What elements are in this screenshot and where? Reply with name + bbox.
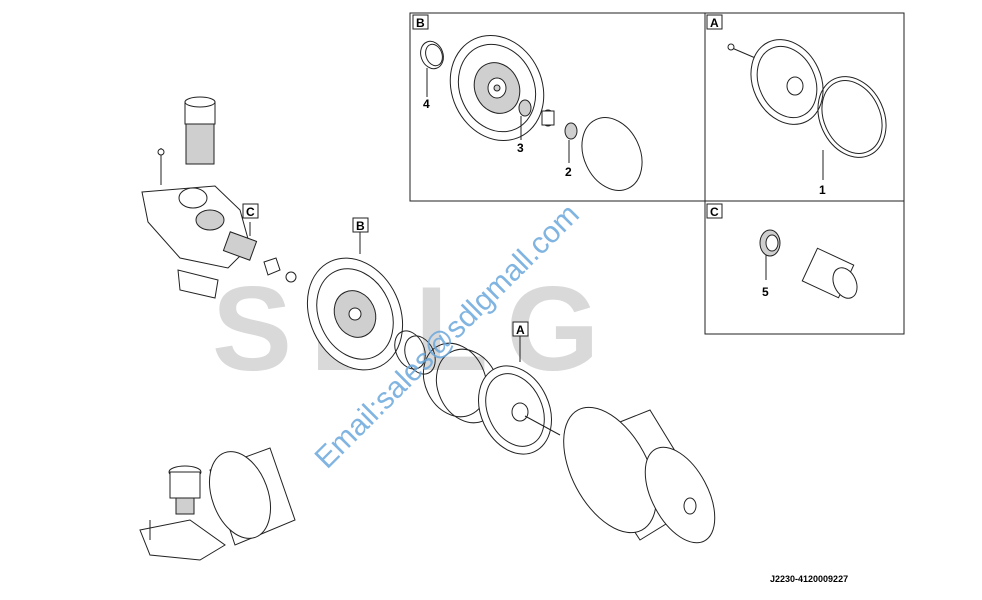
- piston-assembly: [478, 336, 561, 455]
- detail-a-parts: [727, 39, 887, 180]
- svg-text:B: B: [416, 16, 425, 30]
- assembled-unit: [139, 447, 296, 561]
- cover-plate: [306, 232, 404, 371]
- svg-text:A: A: [710, 16, 719, 30]
- detail-c-parts: [759, 229, 858, 299]
- detail-box-tag-a: A: [706, 14, 723, 30]
- callout-b: B: [352, 217, 369, 233]
- part-number-4: 4: [423, 97, 430, 111]
- detail-box-frames: [409, 12, 905, 335]
- callout-a: A: [512, 321, 529, 337]
- watermark-logo: SDLG: [212, 262, 617, 396]
- detail-box-tag-c: C: [706, 203, 723, 219]
- valve-body-assembly: [141, 96, 297, 299]
- svg-text:B: B: [356, 219, 365, 233]
- part-number-2: 2: [565, 165, 572, 179]
- part-number-3: 3: [517, 141, 524, 155]
- svg-text:C: C: [710, 205, 719, 219]
- svg-text:C: C: [246, 205, 255, 219]
- part-number-5: 5: [762, 285, 769, 299]
- detail-b-parts: [420, 34, 643, 191]
- detail-box-tag-b: B: [412, 14, 429, 30]
- svg-text:A: A: [516, 323, 525, 337]
- cylinder-housing: [563, 406, 716, 544]
- figure-reference: J2230-4120009227: [770, 574, 848, 584]
- callout-c: C: [242, 203, 259, 219]
- part-number-1: 1: [819, 183, 826, 197]
